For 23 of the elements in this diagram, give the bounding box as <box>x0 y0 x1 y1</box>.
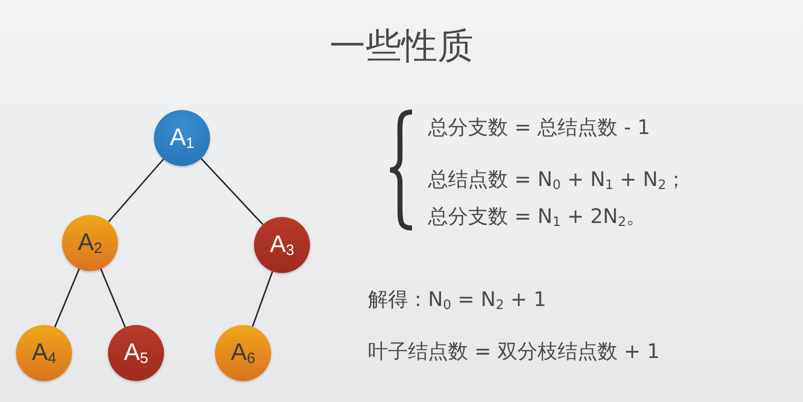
node-label: A$_{5}$ <box>124 339 148 367</box>
node-label: A$_{6}$ <box>230 339 256 367</box>
tree-node-circle <box>16 325 72 381</box>
tree-node-circle <box>215 325 271 381</box>
connector-line <box>108 158 164 222</box>
node-label: A$_{2}$ <box>78 229 102 257</box>
connector-line <box>200 158 264 226</box>
tree-node-circle <box>62 215 118 271</box>
connector-line <box>100 268 126 328</box>
title: 一些性质 <box>328 25 474 69</box>
node-label: A$_{3}$ <box>270 231 294 259</box>
connector-line <box>54 268 80 328</box>
formula-text: 总分支数 = N$_{1}$ + 2N$_{2}$。 <box>428 203 646 230</box>
node-label: A$_{4}$ <box>32 339 56 367</box>
connector-line <box>252 271 274 327</box>
tree-node-circle <box>154 110 210 166</box>
formula-text: 解得：N$_{0}$ = N$_{2}$ + 1 <box>368 286 546 313</box>
formula-text: 叶子结点数 = 双分枝结点数 + 1 <box>368 338 660 365</box>
tree-node-circle <box>108 325 164 381</box>
node-label: A$_{1}$ <box>170 124 194 152</box>
formula-text: 总分支数 = 总结点数 - 1 <box>428 114 650 141</box>
tree-node-circle <box>254 217 310 273</box>
formula-text: 总结点数 = N$_{0}$ + N$_{1}$ + N$_{2}$； <box>428 166 686 193</box>
